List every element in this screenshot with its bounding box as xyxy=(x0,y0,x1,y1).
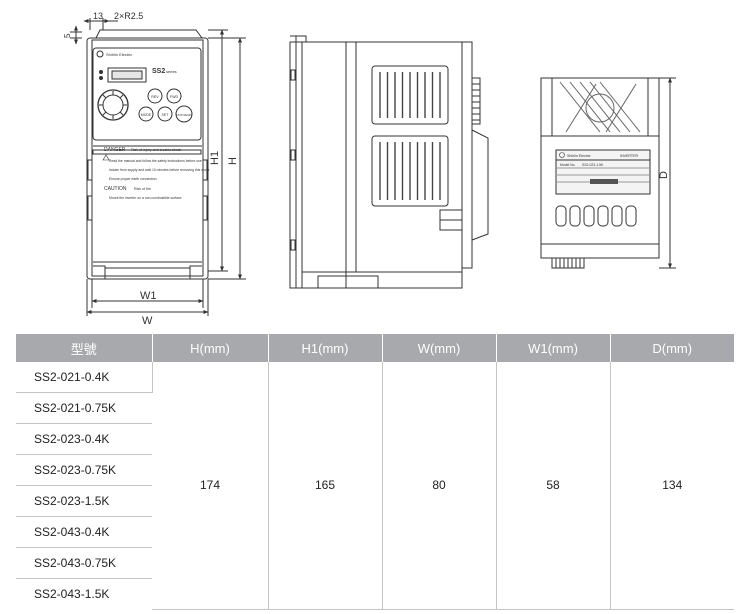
dim-left-small: 5 xyxy=(63,33,72,38)
mode-key-label: MODE xyxy=(141,113,152,117)
danger-line-3: Ensure proper earth connection xyxy=(109,177,157,181)
header-w: W(mm) xyxy=(382,334,497,362)
danger-heading: DANGER xyxy=(104,147,126,153)
dimension-table: 型號 H(mm) H1(mm) W(mm) W1(mm) D(mm) SS2-0… xyxy=(16,334,734,610)
header-h: H(mm) xyxy=(152,334,269,362)
dim-w-label: W xyxy=(142,315,153,327)
side-view-louvers xyxy=(379,72,441,200)
model-cell: SS2-021-0.4K xyxy=(16,362,153,393)
table-row: SS2-043-0.75K xyxy=(16,547,734,579)
dim-h1-label: H1 xyxy=(209,151,221,165)
table-row: SS2-023-0.4K xyxy=(16,423,734,455)
caution-heading: CAUTION xyxy=(104,186,127,192)
stop-key-label: STOP RESET xyxy=(176,113,193,117)
warning-triangle-icon xyxy=(102,154,110,161)
fwd-key-label: FWD xyxy=(170,95,179,99)
series-label: SS2 xyxy=(152,68,165,75)
nameplate-model: SS2-023-1.5K xyxy=(582,163,604,167)
value-w1: 58 xyxy=(496,362,611,610)
table-row: SS2-043-0.4K xyxy=(16,516,734,548)
bottom-view xyxy=(540,77,676,269)
rev-key-label: REV xyxy=(151,95,159,99)
drawing-svg: 13 2×R2.5 5 H1 H W1 W Shihlin Electric S… xyxy=(63,11,676,327)
model-cell: SS2-023-1.5K xyxy=(16,485,152,517)
table-row: SS2-043-1.5K xyxy=(16,579,734,610)
dim-top-small: 13 xyxy=(93,11,103,21)
set-key-label: SET xyxy=(162,113,170,117)
nameplate-brand: Shihlin Electric xyxy=(567,154,591,158)
model-cell: SS2-043-1.5K xyxy=(34,587,110,601)
brand-logo-icon xyxy=(96,50,104,58)
front-view-labels: 13 2×R2.5 5 H1 H W1 W Shihlin Electric S… xyxy=(63,11,239,327)
side-view xyxy=(289,35,489,289)
bottom-view-labels: D Shihlin Electric INVERTER Model No. SS… xyxy=(559,152,670,179)
table-header-row: 型號 H(mm) H1(mm) W(mm) W1(mm) D(mm) xyxy=(16,334,734,362)
danger-line-1: Read the manual and follow the safety in… xyxy=(109,159,202,163)
dimension-drawings: 13 2×R2.5 5 H1 H W1 W Shihlin Electric S… xyxy=(63,11,676,327)
value-h: 174 xyxy=(152,362,269,610)
front-brand: Shihlin Electric xyxy=(106,52,132,57)
nameplate-logo-icon xyxy=(559,152,565,158)
table-row: SS2-021-0.4K 174 165 80 58 134 xyxy=(16,362,734,610)
model-cell: SS2-043-0.75K xyxy=(16,547,152,579)
header-h1: H1(mm) xyxy=(268,334,383,362)
caution-heading-tail: Risk of fire xyxy=(134,187,151,191)
header-w1: W1(mm) xyxy=(496,334,611,362)
danger-line-2: Isolate from supply and wait 10 minutes … xyxy=(109,168,210,172)
table-row: SS2-023-1.5K xyxy=(16,485,734,517)
table-row: SS2-021-0.75K xyxy=(16,392,734,424)
header-d: D(mm) xyxy=(610,334,734,362)
model-cell: SS2-043-0.4K xyxy=(16,516,152,548)
value-w: 80 xyxy=(382,362,497,610)
value-d: 134 xyxy=(610,362,734,610)
danger-heading-tail: Risk of injury and electric shock xyxy=(131,148,182,152)
caution-line-1: Mount the inverter on a non combustible … xyxy=(109,196,182,200)
dim-radius: 2×R2.5 xyxy=(114,11,143,21)
model-cell: SS2-023-0.75K xyxy=(16,454,152,486)
series-suffix: series xyxy=(166,69,177,74)
nameplate-title: INVERTER xyxy=(620,154,639,158)
dim-w1-label: W1 xyxy=(140,290,157,302)
value-h1: 165 xyxy=(268,362,383,610)
model-cell: SS2-021-0.75K xyxy=(16,392,152,424)
nameplate-model-label: Model No. xyxy=(560,163,576,167)
front-view xyxy=(70,18,246,316)
header-model: 型號 xyxy=(16,334,153,362)
model-cell: SS2-023-0.4K xyxy=(16,423,152,455)
dim-h-label: H xyxy=(227,157,239,165)
dim-d-label: D xyxy=(658,171,670,179)
table-row: SS2-023-0.75K xyxy=(16,454,734,486)
